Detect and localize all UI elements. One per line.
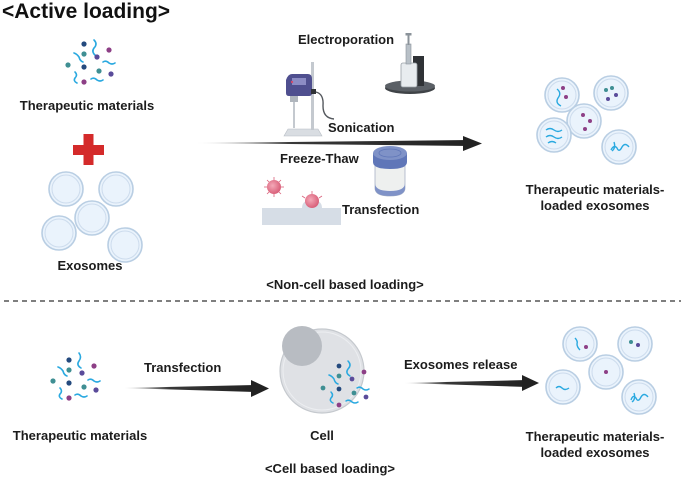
diagram-title: <Active loading> xyxy=(2,0,171,23)
non-cell-arrow xyxy=(196,136,482,151)
electroporator-icon xyxy=(385,33,435,94)
transfection-arrow xyxy=(124,380,269,397)
loaded-exosomes-label-top-line1: Therapeutic materials- xyxy=(525,182,665,197)
cell-section-label: <Cell based loading> xyxy=(264,461,396,476)
loaded-exosomes-label-bottom: Therapeutic materials- loaded exosomes xyxy=(510,429,680,461)
loaded-exosomes-icon-top xyxy=(536,75,637,165)
step-exosomes-release-label: Exosomes release xyxy=(404,357,518,372)
therapeutic-materials-icon xyxy=(65,39,116,85)
loaded-exosomes-label-top: Therapeutic materials- loaded exosomes xyxy=(510,182,680,214)
step-transfection-label: Transfection xyxy=(144,360,222,375)
loaded-exosomes-label-bottom-line2: loaded exosomes xyxy=(540,445,650,460)
therapeutic-materials-icon-bottom xyxy=(50,352,101,401)
method-transfection: Transfection xyxy=(342,202,420,217)
exosomes-release-arrow xyxy=(404,375,539,391)
sonicator-icon xyxy=(283,62,335,137)
exosomes-icon xyxy=(41,171,143,263)
method-electroporation: Electroporation xyxy=(298,32,395,47)
loaded-exosomes-label-bottom-line1: Therapeutic materials- xyxy=(525,429,665,444)
plus-icon xyxy=(73,134,104,165)
method-freeze-thaw: Freeze-Thaw xyxy=(280,151,359,166)
exosomes-label: Exosomes xyxy=(57,258,123,273)
cell-label: Cell xyxy=(310,428,334,443)
loaded-exosomes-label-top-line2: loaded exosomes xyxy=(540,198,650,213)
transfection-virus-icon xyxy=(262,177,341,225)
non-cell-section-label: <Non-cell based loading> xyxy=(266,277,424,292)
materials-label-top: Therapeutic materials xyxy=(19,98,155,113)
loaded-exosomes-icon-bottom xyxy=(545,326,657,415)
freeze-thaw-jar-icon xyxy=(373,146,407,197)
materials-label-bottom: Therapeutic materials xyxy=(12,428,148,443)
cell-icon xyxy=(279,326,370,414)
method-sonication: Sonication xyxy=(328,120,395,135)
